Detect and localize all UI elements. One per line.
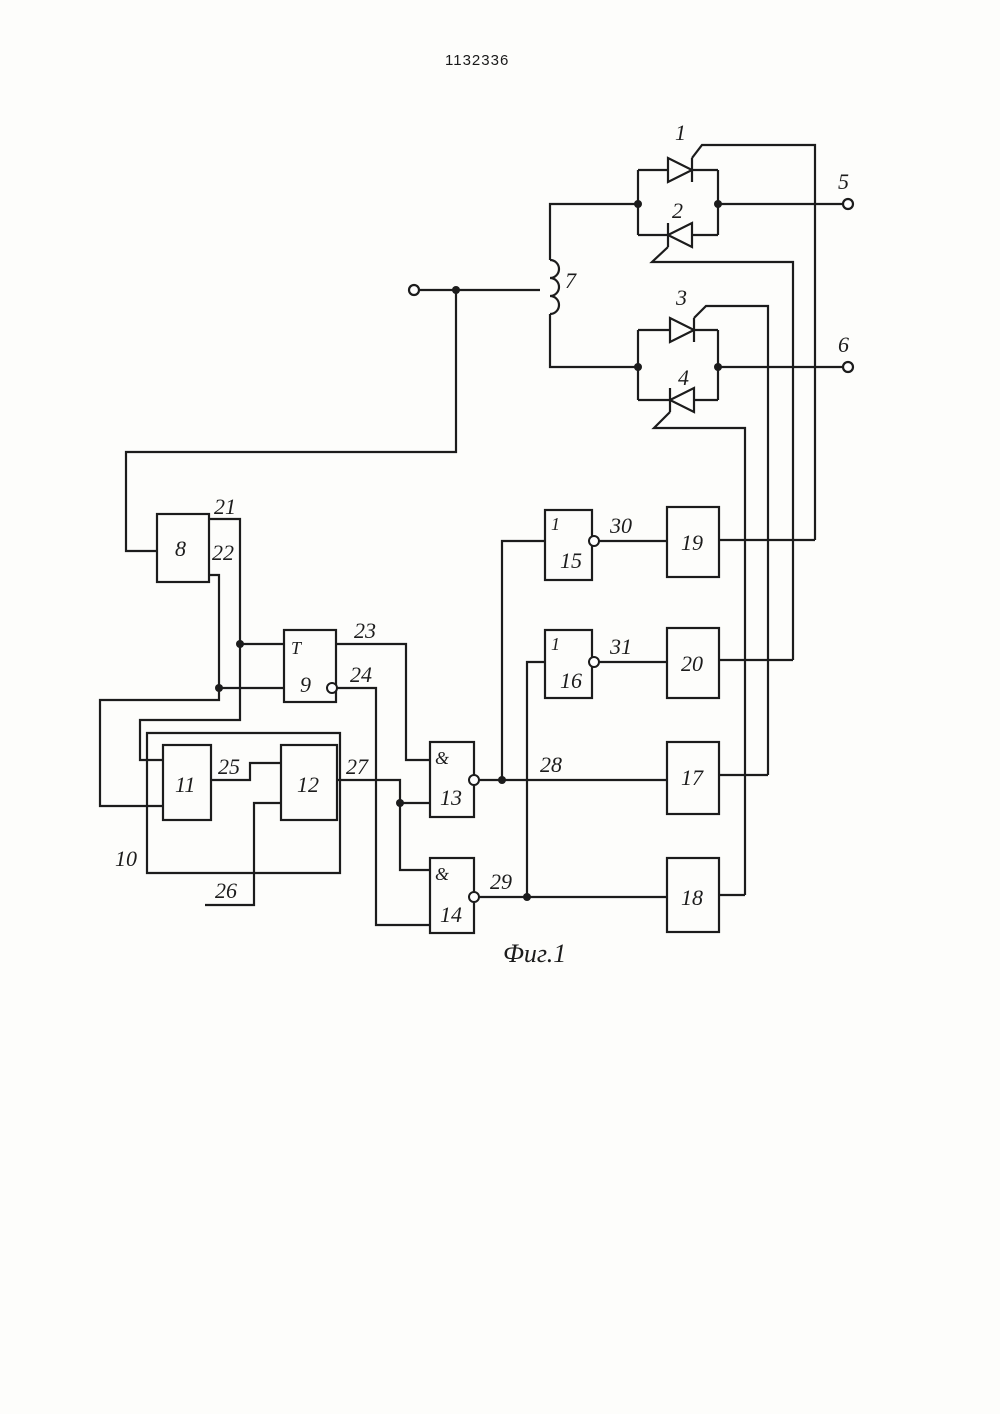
wire xyxy=(126,290,456,551)
label-gate-14: 14 xyxy=(440,902,462,927)
label-thyristor-3: 3 xyxy=(675,285,687,310)
label-block-8: 8 xyxy=(175,536,186,561)
thyristor-pair-upper xyxy=(634,145,853,660)
label-inductor-7: 7 xyxy=(565,268,577,293)
thyristor-4 xyxy=(638,388,745,895)
label-net-21: 21 xyxy=(214,494,236,519)
label-gate-13-type: & xyxy=(435,748,449,768)
label-net-30: 30 xyxy=(609,513,632,538)
label-thyristor-2: 2 xyxy=(672,198,683,223)
label-gate-13: 13 xyxy=(440,785,462,810)
label-block-11: 11 xyxy=(175,772,195,797)
label-net-28: 28 xyxy=(540,752,562,777)
label-gate-14-type: & xyxy=(435,864,449,884)
label-gate-16-type: 1 xyxy=(551,634,560,654)
thyristor-2 xyxy=(638,223,793,660)
label-terminal-5: 5 xyxy=(838,169,849,194)
label-block-18: 18 xyxy=(681,885,703,910)
label-net-29: 29 xyxy=(490,869,512,894)
label-block-12: 12 xyxy=(297,772,319,797)
label-terminal-6: 6 xyxy=(838,332,849,357)
label-gate-15: 15 xyxy=(560,548,582,573)
label-net-27: 27 xyxy=(346,754,369,779)
label-net-26: 26 xyxy=(215,878,237,903)
label-block-9: 9 xyxy=(300,672,311,697)
label-block-20: 20 xyxy=(681,651,703,676)
figure-caption: Фиг.1 xyxy=(503,939,566,968)
label-gate-15-type: 1 xyxy=(551,514,560,534)
block-10-frame xyxy=(147,733,340,873)
label-net-23: 23 xyxy=(354,618,376,643)
inductor-7 xyxy=(550,204,638,367)
label-thyristor-4: 4 xyxy=(678,365,689,390)
label-gate-16: 16 xyxy=(560,668,582,693)
label-thyristor-1: 1 xyxy=(675,120,686,145)
input-terminal xyxy=(409,285,419,295)
label-net-22: 22 xyxy=(212,540,234,565)
label-block-9-type: T xyxy=(291,638,303,658)
label-block-17: 17 xyxy=(681,765,704,790)
label-block-10: 10 xyxy=(115,846,137,871)
label-net-25: 25 xyxy=(218,754,240,779)
terminal-6 xyxy=(843,362,853,372)
terminal-5 xyxy=(843,199,853,209)
label-net-31: 31 xyxy=(609,634,632,659)
label-block-19: 19 xyxy=(681,530,703,555)
label-net-24: 24 xyxy=(350,662,372,687)
